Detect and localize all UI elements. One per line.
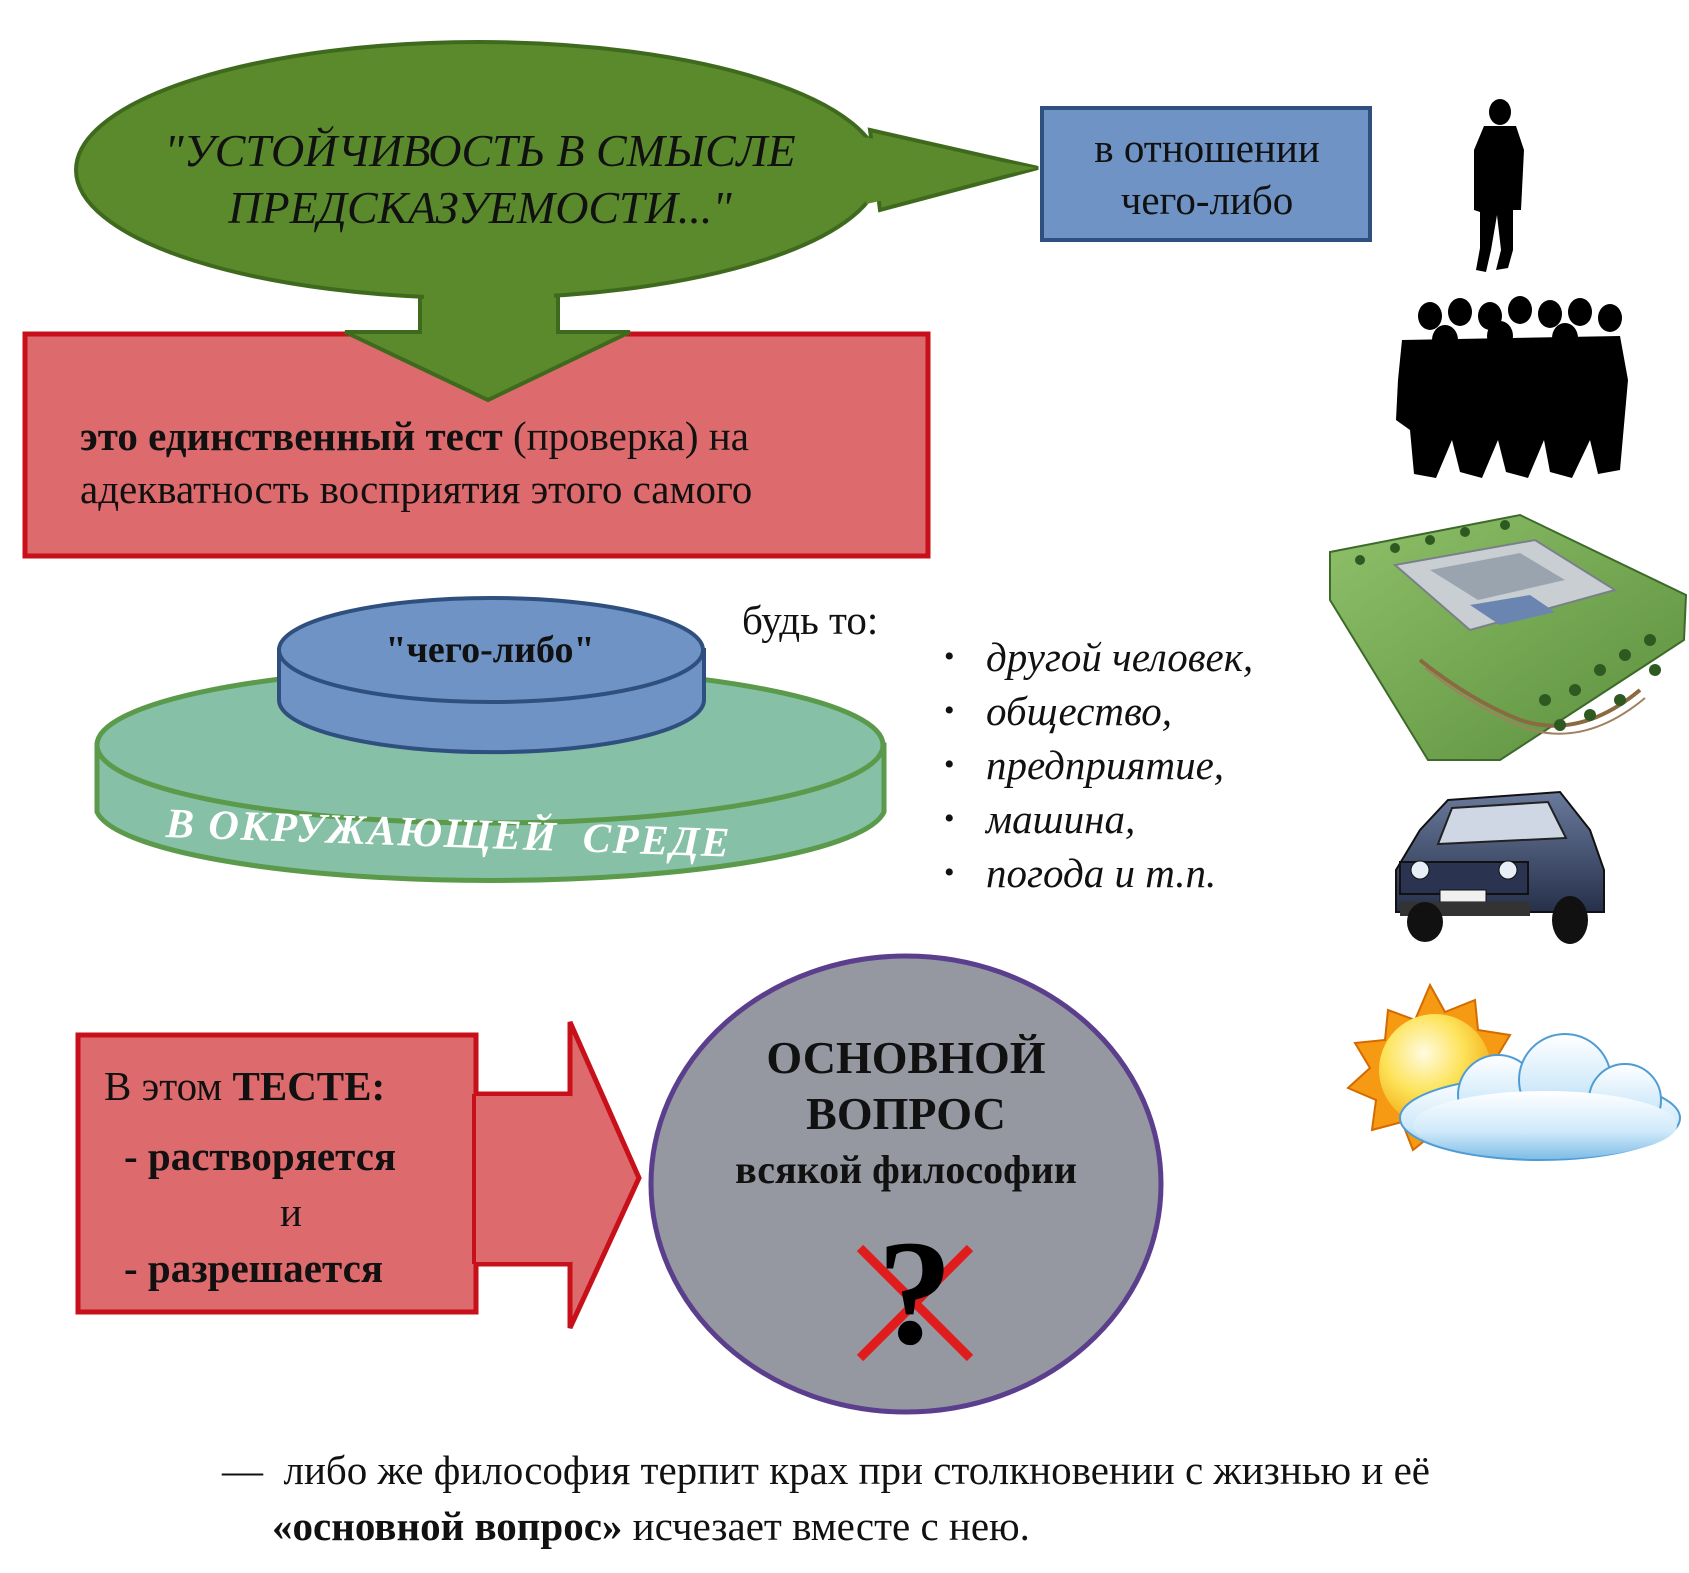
- sun-cloud-icon: [1346, 982, 1681, 1161]
- niva-car: [1395, 790, 1605, 944]
- conclusion-bold: «основной вопрос»: [272, 1503, 623, 1549]
- relation-line-2: чего-либо: [1120, 177, 1294, 223]
- speech-bubble: [74, 40, 1039, 403]
- list-item: •другой человек,: [944, 634, 1254, 680]
- test-rest: (проверка) на: [502, 413, 749, 459]
- arrow-line1-bold: ТЕСТЕ:: [232, 1063, 386, 1109]
- conclusion-dash: —: [222, 1447, 263, 1493]
- conclusion: — либо же философия терпит крах при стол…: [222, 1442, 1662, 1554]
- conclusion-line-1: либо же философия терпит крах при столкн…: [283, 1447, 1430, 1493]
- list-item: •погода и т.п.: [944, 850, 1217, 896]
- bubble-line-1: "УСТОЙЧИВОСТЬ В СМЫСЛЕ: [164, 125, 796, 176]
- relation-line-1: в отношении: [1094, 125, 1320, 171]
- test-box-text: это единственный тест (проверка) на адек…: [80, 410, 920, 516]
- businessman-silhouette: [1474, 99, 1524, 272]
- main-question-circle: [648, 953, 1164, 1415]
- examples-list: •другой человек, •общество, •предприятие…: [944, 630, 1364, 900]
- industrial-site-model: [1329, 513, 1688, 761]
- crowd-silhouette: [1396, 296, 1628, 478]
- circle-line-1: ОСНОВНОЙ: [766, 1032, 1046, 1083]
- list-item: •предприятие,: [944, 742, 1225, 788]
- circle-text: ОСНОВНОЙ ВОПРОС всякой философии: [680, 1030, 1132, 1198]
- test-line-2: адекватность восприятия этого самого: [80, 466, 753, 512]
- bubble-line-2: ПРЕДСКАЗУЕМОСТИ...": [228, 182, 732, 233]
- arrow-line1-prefix: В этом: [104, 1063, 233, 1109]
- arrow-box-text: В этом ТЕСТЕ: - растворяется и - разреша…: [104, 1058, 504, 1296]
- relation-text: в отношении чего-либо: [1044, 122, 1370, 226]
- arrow-conj: и: [280, 1189, 302, 1235]
- top-disk-top: [277, 596, 705, 704]
- circle-line-3: всякой философии: [735, 1147, 1077, 1192]
- relation-box: [1040, 106, 1372, 242]
- list-item: •общество,: [944, 688, 1173, 734]
- bubble-text: "УСТОЙЧИВОСТЬ В СМЫСЛЕ ПРЕДСКАЗУЕМОСТИ..…: [120, 122, 840, 236]
- circle-line-2: ВОПРОС: [806, 1088, 1006, 1139]
- arrow-item-1: - растворяется: [124, 1133, 397, 1179]
- block-arrow: [75, 1020, 642, 1330]
- conclusion-rest: исчезает вместе с нею.: [622, 1503, 1030, 1549]
- disk-top-label: "чего-либо": [385, 629, 595, 671]
- question-mark-icon: ?: [877, 1210, 953, 1376]
- disk-stack: [94, 596, 887, 883]
- test-bold: это единственный тест: [80, 413, 503, 459]
- arrow-item-2: - разрешается: [124, 1245, 384, 1291]
- cross-icon: [856, 1244, 974, 1362]
- list-intro: будь то:: [742, 597, 879, 643]
- list-item: •машина,: [944, 796, 1136, 842]
